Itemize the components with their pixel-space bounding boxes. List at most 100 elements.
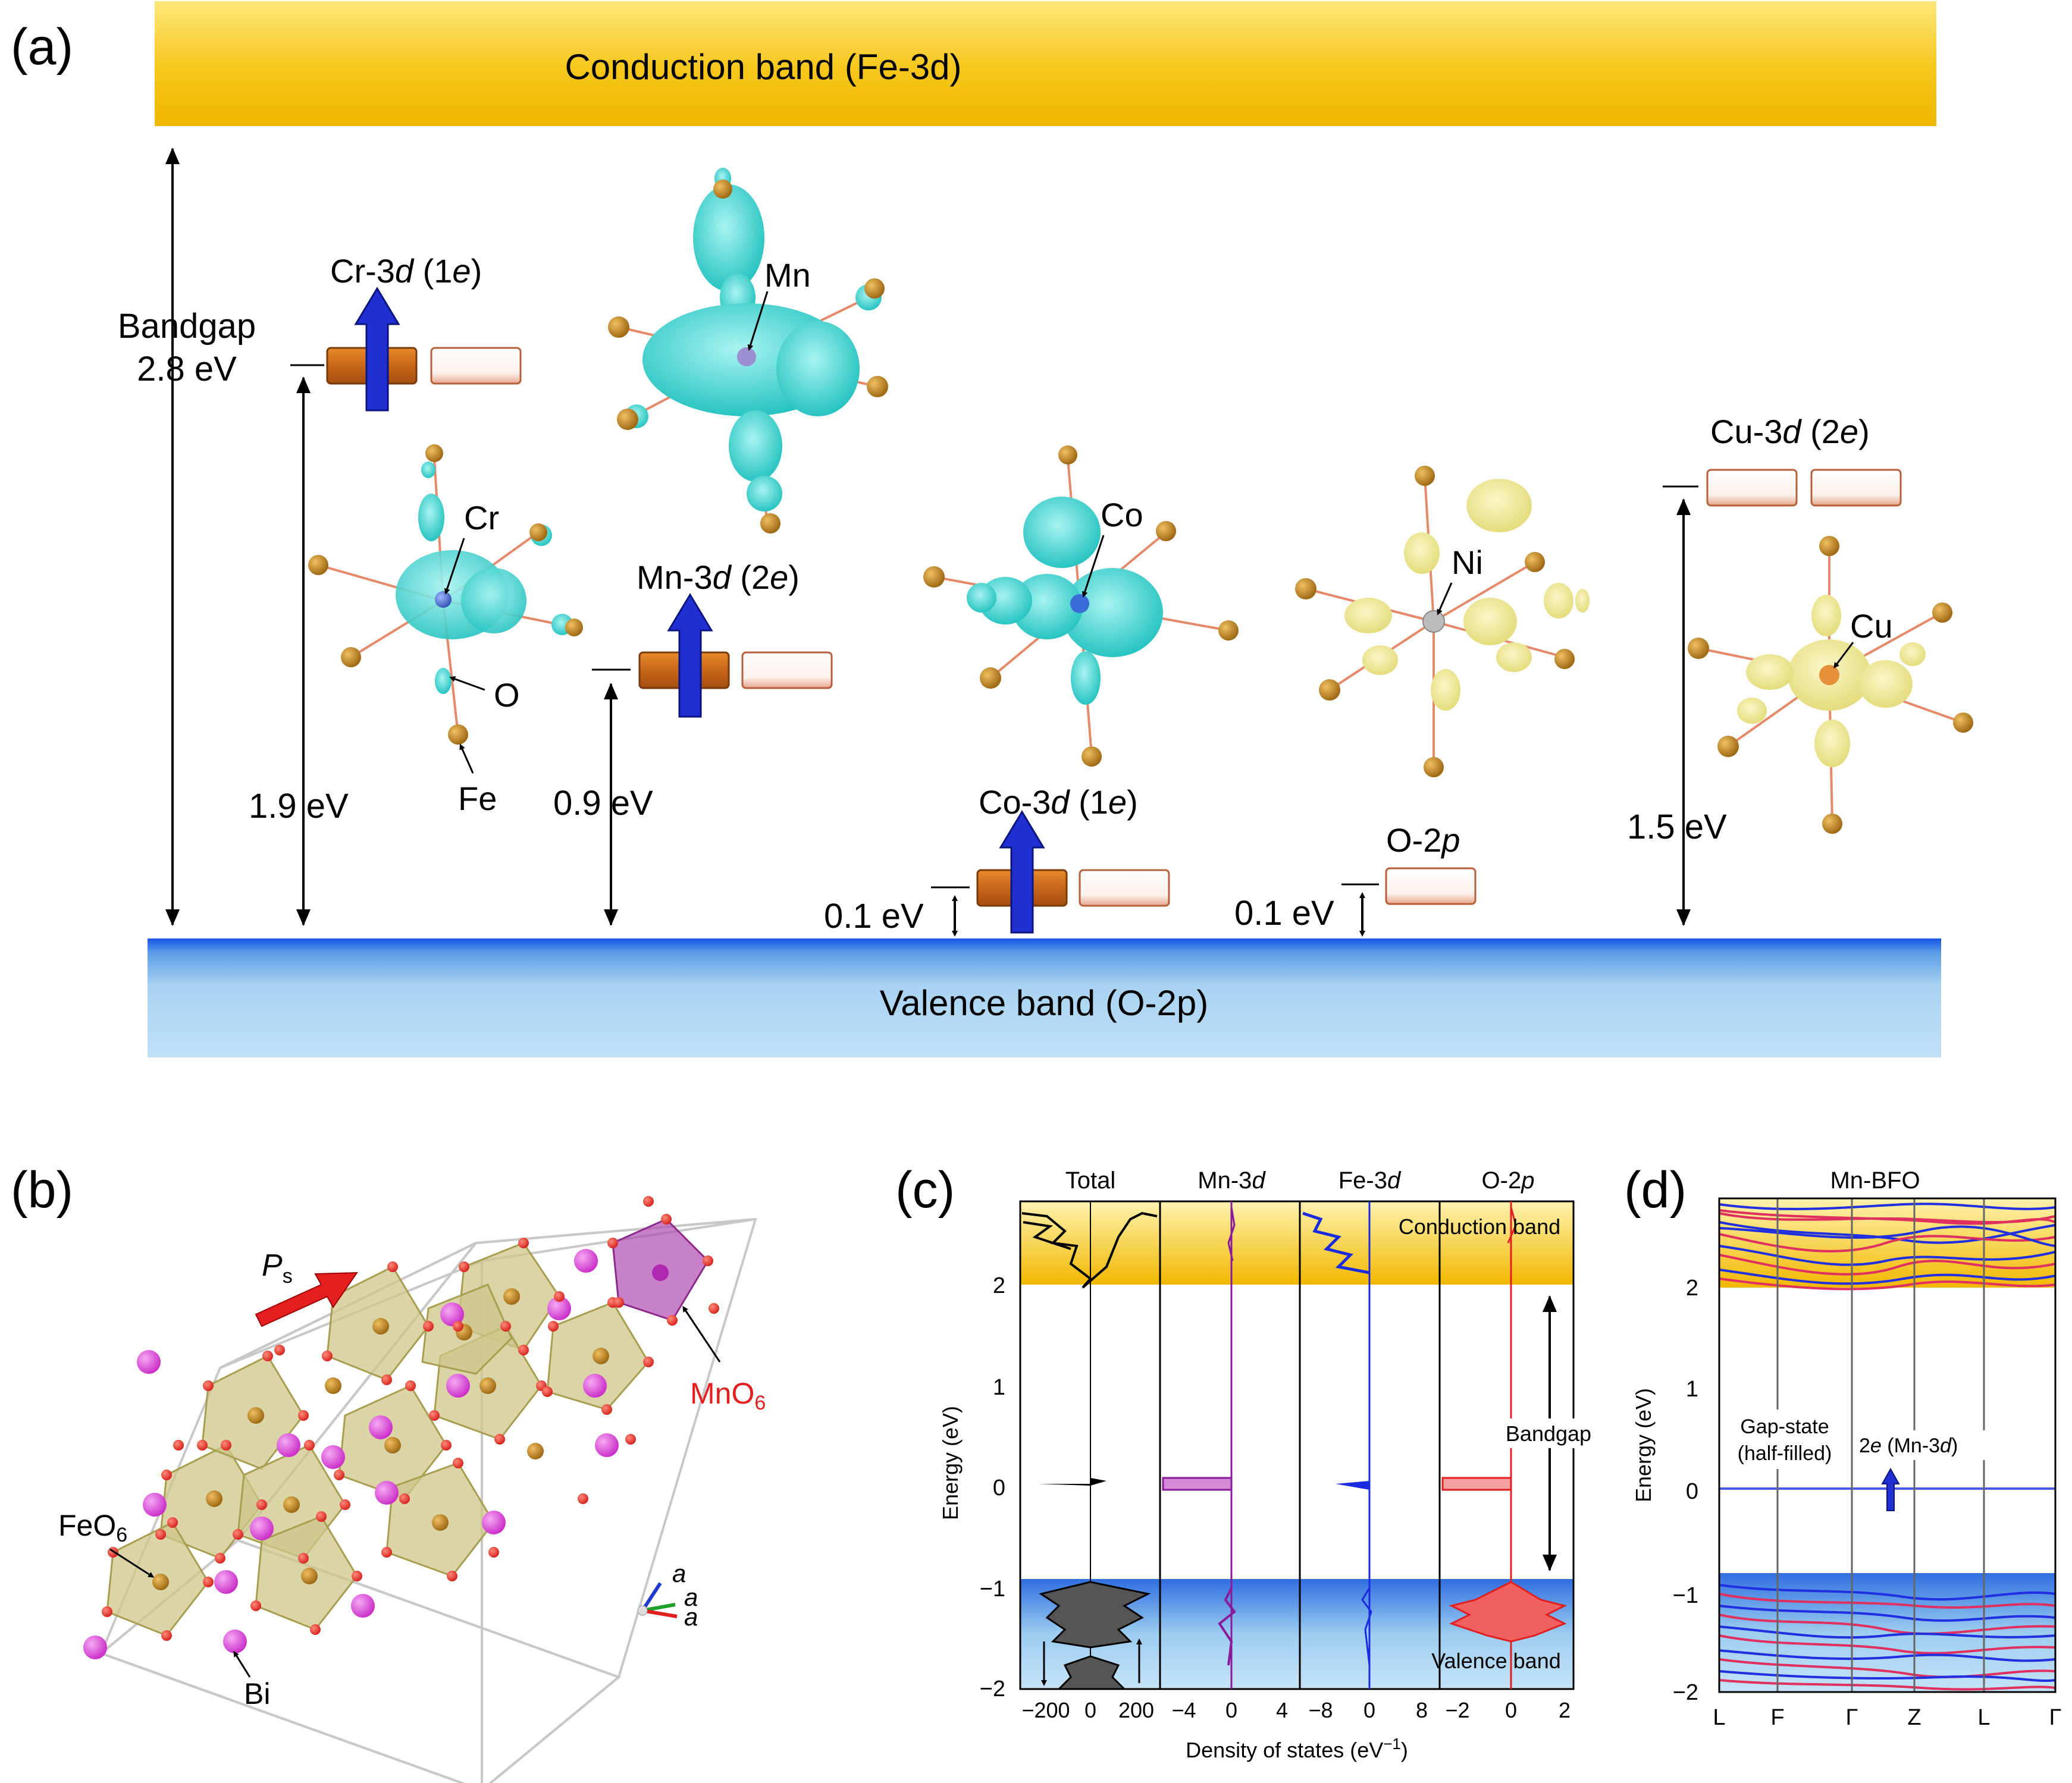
total-dos-curve	[1021, 1211, 1158, 1289]
panel-a-label: (a)	[11, 18, 73, 76]
panel-d: (d) Mn-BFO Energy (eV) 2 1 0 −1 −2	[1624, 1162, 2061, 1730]
panel-d-spin-arrow	[1881, 1467, 1900, 1511]
xtick-total-200: 200	[1118, 1698, 1154, 1722]
axis-a3: a	[684, 1603, 698, 1631]
panel-c-valence-label: Valence band	[1431, 1649, 1561, 1673]
mn-level: Mn-3d (2e) 0.9 eV	[553, 558, 833, 926]
axes-triad: a a a	[637, 1559, 698, 1631]
panel-c: (c) Energy (eV) 2 1 0 −1 −2 Total Mn-3d …	[895, 1162, 1594, 1762]
co-level: Co-3d (1e) 0.1 eV	[824, 783, 1170, 937]
panel-d-conduction-bands	[1719, 1203, 2056, 1291]
panel-d-ylabel: Energy (eV)	[1631, 1388, 1656, 1502]
xtick-o-0: 0	[1505, 1698, 1517, 1722]
cu-level: Cu-3d (2e) 1.5 eV	[1627, 413, 1902, 926]
mn-level-label: Mn-3d (2e)	[637, 558, 800, 596]
xtick-fe-m8: −8	[1308, 1698, 1333, 1722]
panel-d-ytick-m1: −1	[1673, 1583, 1698, 1608]
cr-level-label: Cr-3d (1e)	[330, 252, 482, 290]
kpoint-Z: Z	[1907, 1705, 1921, 1730]
mn-dos-gapstate	[1162, 1477, 1233, 1491]
bi-label: Bi	[244, 1677, 270, 1710]
mn-atom-label: Mn	[764, 256, 811, 294]
panel-c-ytick-2: 2	[993, 1273, 1005, 1298]
mn-molecule: Mn	[608, 168, 888, 533]
xtick-o-m2: −2	[1445, 1698, 1469, 1722]
xtick-mn-0: 0	[1225, 1698, 1237, 1722]
xtick-o-2: 2	[1559, 1698, 1571, 1722]
o-dos-gapstate	[1441, 1477, 1512, 1491]
panel-d-ytick-m2: −2	[1673, 1680, 1698, 1705]
panel-c-ytick-m1: −1	[980, 1577, 1005, 1602]
xtick-total-m200: −200	[1021, 1698, 1070, 1722]
panel-d-ytick-0: 0	[1686, 1479, 1698, 1504]
panel-c-ylabel: Energy (eV)	[938, 1406, 963, 1520]
kpoint-Gamma1: Γ	[1846, 1705, 1858, 1730]
panel-d-ytick-2: 2	[1686, 1276, 1698, 1301]
valence-band-label: Valence band (O-2p)	[880, 983, 1209, 1023]
cu-atom-label: Cu	[1850, 607, 1893, 645]
fe-atom-label: Fe	[458, 780, 497, 817]
panel-d-valence-bands	[1719, 1584, 2056, 1691]
co-atom-label: Co	[1101, 496, 1143, 533]
cu-molecule: Cu	[1688, 536, 1973, 834]
o2p-level-label: O-2p	[1386, 821, 1460, 859]
o-dos-valence	[1449, 1581, 1568, 1643]
o2p-energy-label: 0.1 eV	[1234, 894, 1334, 933]
fe-atoms	[152, 1288, 609, 1590]
xtick-mn-m4: −4	[1171, 1698, 1196, 1722]
panel-d-title: Mn-BFO	[1830, 1167, 1920, 1194]
panel-c-conduction-region	[1020, 1201, 1573, 1285]
cr-energy-label: 1.9 eV	[249, 787, 349, 825]
ni-molecule: Ni	[1295, 466, 1590, 777]
gap-state-label-2: (half-filled)	[1738, 1442, 1832, 1465]
cu-energy-label: 1.5 eV	[1627, 808, 1727, 846]
o-atom-label: O	[494, 676, 520, 714]
xtick-mn-4: 4	[1276, 1698, 1288, 1722]
co-molecule: Co	[923, 445, 1239, 767]
ps-label: Ps	[262, 1248, 293, 1288]
cr-molecule: Cr O Fe	[308, 444, 583, 817]
panel-d-ytick-1: 1	[1686, 1377, 1698, 1402]
co-level-label: Co-3d (1e)	[979, 783, 1138, 821]
panel-d-frame	[1718, 1197, 2057, 1693]
conduction-band-label: Conduction band (Fe-3d)	[565, 47, 961, 87]
panel-c-label: (c)	[895, 1162, 955, 1219]
axis-a2: a	[684, 1583, 698, 1611]
mn-atom	[652, 1264, 669, 1281]
panel-c-xlabel: Density of states (eV−1)	[1186, 1735, 1408, 1762]
cr-level: Cr-3d (1e) 1.9 eV	[249, 252, 522, 926]
ps-arrow	[255, 1272, 358, 1327]
panel-c-conduction-label: Conduction band	[1399, 1214, 1560, 1239]
xtick-fe-8: 8	[1416, 1698, 1428, 1722]
conduction-band	[155, 1, 1936, 126]
co-spin-arrow	[999, 810, 1045, 934]
cu-level-label: Cu-3d (2e)	[1710, 413, 1870, 450]
valence-band	[148, 938, 1941, 1057]
mn-energy-label: 0.9 eV	[553, 784, 653, 823]
cr-atom-label: Cr	[464, 499, 499, 536]
kpoint-L1: L	[1713, 1705, 1725, 1730]
col-title-mn3d: Mn-3d	[1198, 1167, 1266, 1194]
kpoint-L2: L	[1977, 1705, 1990, 1730]
xtick-fe-0: 0	[1363, 1698, 1375, 1722]
bandgap-label: Bandgap	[118, 307, 256, 346]
cr-spin-arrow	[354, 287, 400, 412]
co-energy-label: 0.1 eV	[824, 897, 924, 936]
col-title-total: Total	[1065, 1167, 1116, 1194]
panel-a: (a) Conduction band (Fe-3d) Valence band…	[11, 1, 1973, 1057]
xtick-total-0: 0	[1084, 1698, 1096, 1722]
panel-b: (b)	[11, 1162, 766, 1783]
bi-atoms	[83, 1249, 619, 1659]
panel-c-ytick-1: 1	[993, 1375, 1005, 1400]
ni-atom-label: Ni	[1452, 544, 1483, 581]
kpoint-F: F	[1770, 1705, 1784, 1730]
fe-dos-gapstate	[1336, 1481, 1369, 1490]
mn-dos-valence	[1218, 1587, 1236, 1666]
panel-d-label: (d)	[1624, 1162, 1687, 1219]
total-dos-valence	[1039, 1581, 1151, 1649]
panel-b-label: (b)	[11, 1162, 73, 1219]
o2p-level: O-2p 0.1 eV	[1234, 821, 1477, 937]
mn-spin-arrow	[667, 593, 713, 718]
bandgap-value: 2.8 eV	[137, 350, 237, 388]
